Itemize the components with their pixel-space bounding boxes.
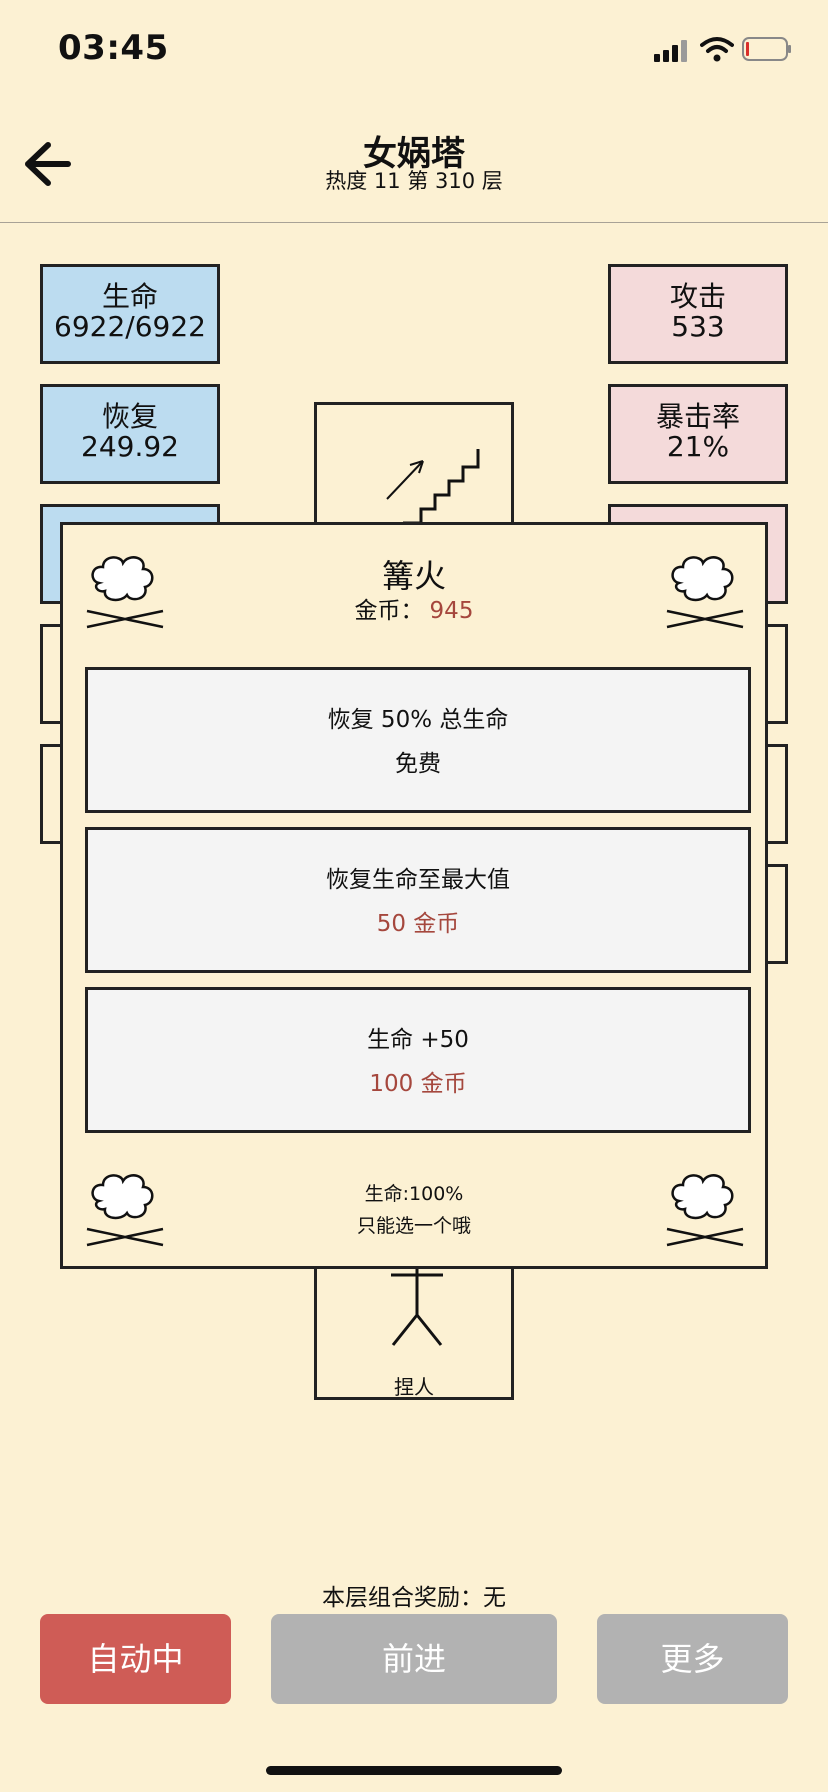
stairs-room[interactable] bbox=[314, 402, 514, 542]
gold-value: 945 bbox=[429, 598, 474, 624]
crit-value: 21% bbox=[666, 430, 730, 463]
life-label: 生命 bbox=[101, 280, 158, 313]
option-label: 恢复 50% 总生命 bbox=[327, 707, 509, 733]
recovery-label: 恢复 bbox=[101, 400, 158, 433]
attack-label: 攻击 bbox=[669, 280, 726, 313]
wifi-icon bbox=[700, 37, 734, 62]
signal-icon bbox=[654, 40, 687, 62]
option-cost: 免费 bbox=[395, 751, 441, 777]
attack-value: 533 bbox=[671, 310, 725, 343]
home-indicator[interactable] bbox=[266, 1766, 562, 1775]
battery-icon bbox=[742, 37, 791, 61]
campfire-icon bbox=[666, 1174, 744, 1247]
recovery-stat-card: 恢复 249.92 bbox=[40, 384, 220, 484]
page-title: 女娲塔 bbox=[363, 134, 465, 174]
life-stat-card: 生命 6922/6922 bbox=[40, 264, 220, 364]
crit-label: 暴击率 bbox=[655, 400, 740, 433]
choose-one-note: 只能选一个哦 bbox=[356, 1215, 471, 1237]
forward-button[interactable]: 前进 bbox=[271, 1614, 557, 1704]
option-heal-full-button[interactable]: 恢复生命至最大值 50 金币 bbox=[85, 827, 751, 973]
auto-button[interactable]: 自动中 bbox=[40, 1614, 231, 1704]
page-subtitle: 热度 11 第 310 层 bbox=[325, 169, 503, 193]
campfire-dialog: 篝火 金币：945 恢复 50% 总生命 免费 恢复生命至最大值 50 金币 生… bbox=[60, 522, 768, 1269]
header-divider bbox=[0, 222, 828, 223]
option-cost: 100 金币 bbox=[369, 1071, 467, 1097]
status-time: 03:45 bbox=[58, 28, 169, 68]
campfire-icon bbox=[86, 556, 164, 629]
gold-label: 金币： bbox=[354, 598, 424, 624]
arrow-left-icon[interactable] bbox=[22, 138, 74, 190]
player-label: 捏人 bbox=[394, 1375, 434, 1399]
attack-stat-card: 攻击 533 bbox=[608, 264, 788, 364]
campfire-icon bbox=[666, 556, 744, 629]
combo-reward-text: 本层组合奖励：无 bbox=[322, 1585, 506, 1611]
stick-figure-icon bbox=[391, 1261, 443, 1346]
gold-counter: 金币：945 bbox=[63, 591, 765, 625]
dialog-title: 篝火 bbox=[381, 557, 446, 595]
life-value: 6922/6922 bbox=[54, 310, 206, 343]
option-cost: 50 金币 bbox=[376, 911, 460, 937]
option-label: 恢复生命至最大值 bbox=[326, 867, 510, 893]
player-room[interactable]: 捏人 bbox=[314, 1258, 514, 1400]
stairs-icon bbox=[386, 449, 480, 525]
crit-stat-card: 暴击率 21% bbox=[608, 384, 788, 484]
more-button[interactable]: 更多 bbox=[597, 1614, 788, 1704]
recovery-value: 249.92 bbox=[81, 430, 179, 463]
option-label: 生命 +50 bbox=[367, 1027, 469, 1053]
option-heal-half-button[interactable]: 恢复 50% 总生命 免费 bbox=[85, 667, 751, 813]
campfire-icon bbox=[86, 1174, 164, 1247]
option-max-life-button[interactable]: 生命 +50 100 金币 bbox=[85, 987, 751, 1133]
life-percent-status: 生命:100% bbox=[364, 1183, 464, 1205]
